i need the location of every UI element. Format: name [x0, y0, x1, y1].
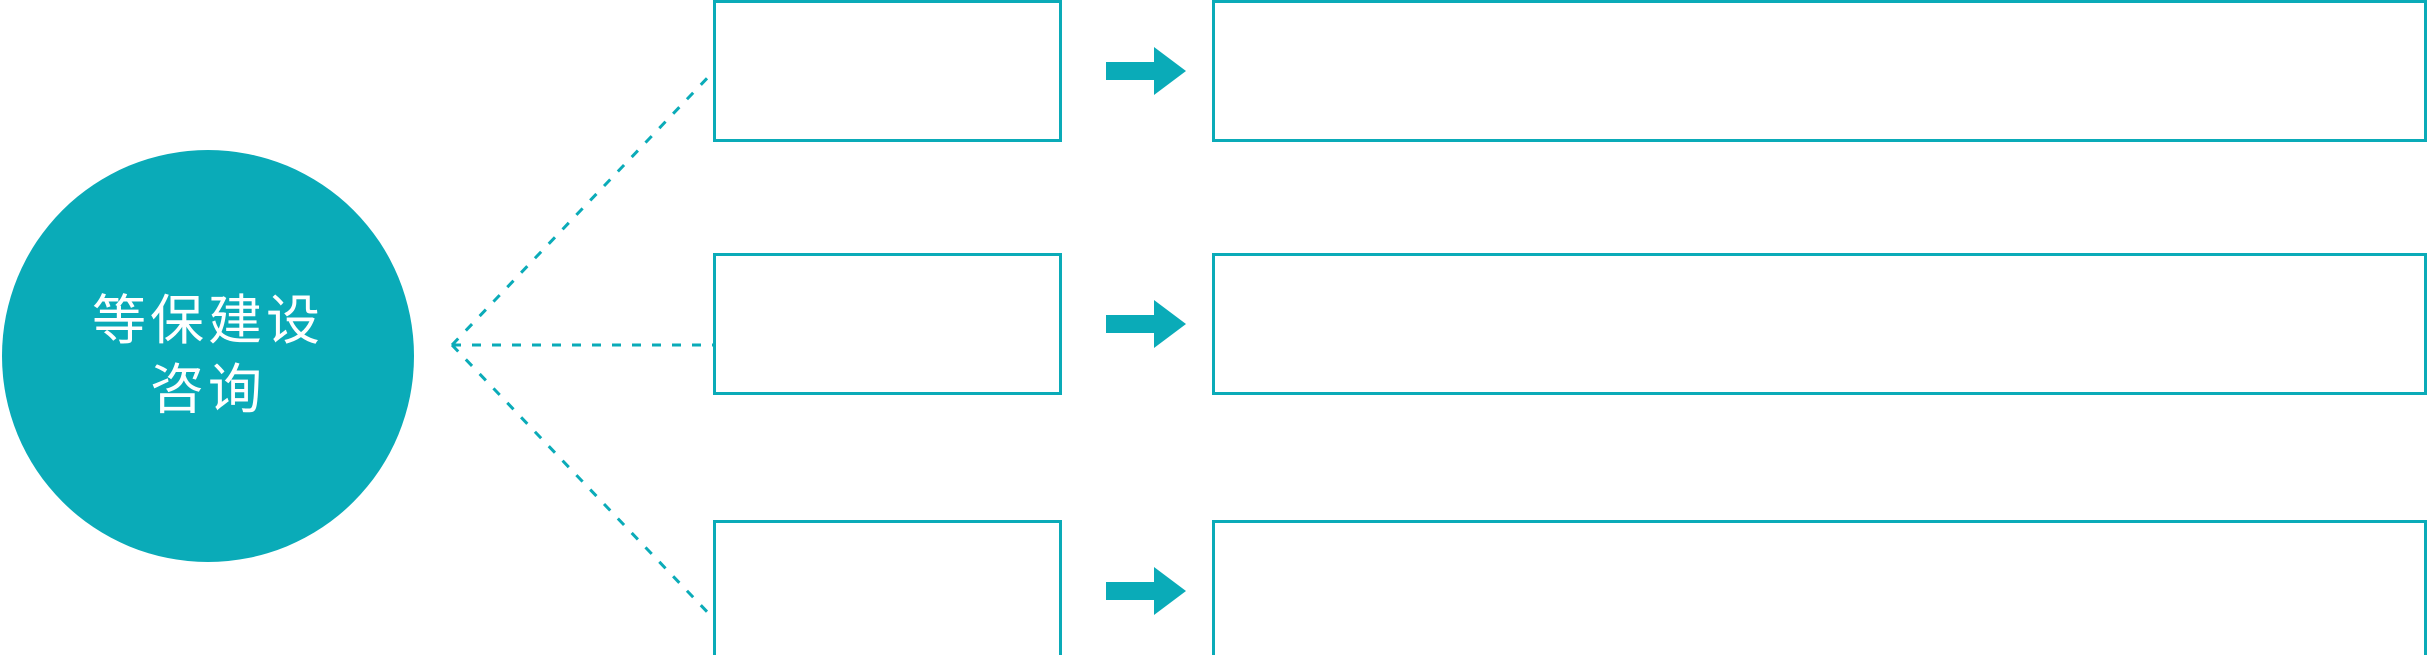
stage-box[interactable] — [713, 0, 1062, 142]
right-arrow-icon — [1106, 300, 1186, 348]
detail-box[interactable] — [1212, 0, 2427, 142]
stage-box[interactable] — [713, 520, 1062, 655]
flow-row — [0, 253, 2434, 395]
hub-label-line-1: 等保建设 — [92, 290, 324, 351]
hub-label-line-2: 咨询 — [150, 360, 266, 420]
hub-node[interactable]: 等保建设 咨询 — [2, 150, 414, 562]
right-arrow-icon — [1106, 47, 1186, 95]
detail-box[interactable] — [1212, 253, 2427, 395]
right-arrow-icon — [1106, 567, 1186, 615]
detail-box[interactable] — [1212, 520, 2427, 655]
stage-box[interactable] — [713, 253, 1062, 395]
flow-row — [0, 520, 2434, 655]
flow-row — [0, 0, 2434, 142]
